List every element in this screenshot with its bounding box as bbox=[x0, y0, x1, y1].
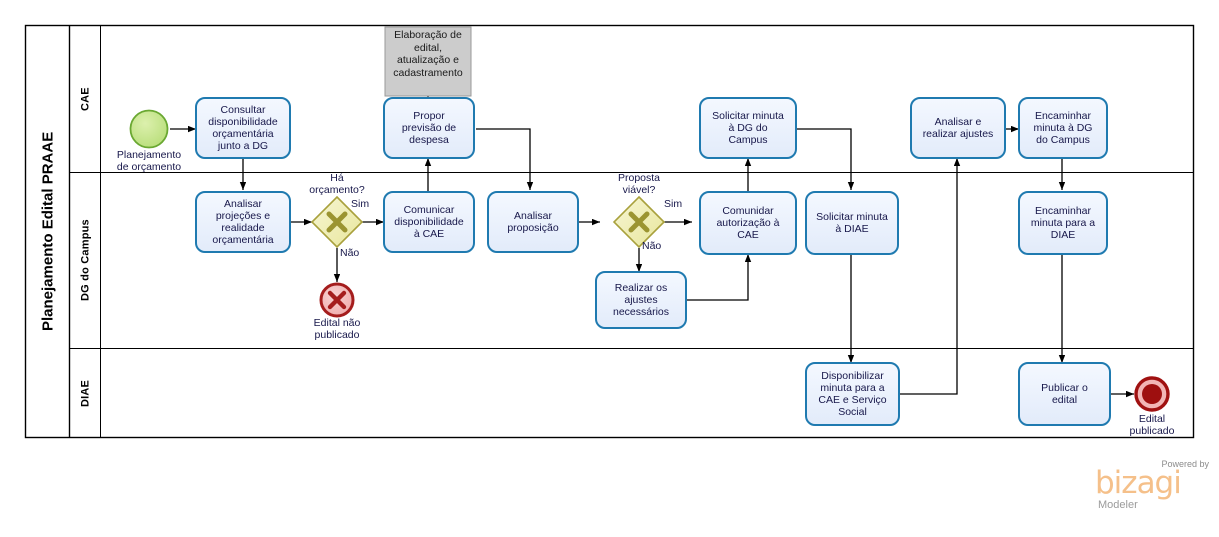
task-shape-t10 bbox=[805, 362, 900, 426]
task-shape-t5 bbox=[487, 191, 579, 253]
flow-t4-to-t5 bbox=[476, 128, 534, 190]
bizagi-logo: Powered by bizagi Modeler bbox=[1093, 458, 1211, 514]
lane-title-diae: DIAE bbox=[79, 379, 92, 407]
lane-title-cae: CAE bbox=[79, 87, 92, 111]
task-shape-t14 bbox=[1018, 362, 1111, 426]
sequence-flows bbox=[170, 125, 1134, 398]
task-shape-t13 bbox=[1018, 191, 1108, 255]
task-shape-t1 bbox=[195, 97, 291, 159]
terminate-end-event-shape bbox=[319, 282, 355, 318]
task-shape-t11 bbox=[910, 97, 1006, 159]
annotation-box bbox=[384, 26, 472, 97]
task-shape-t7 bbox=[699, 191, 797, 255]
task-shape-t12 bbox=[1018, 97, 1108, 159]
task-shape-t6 bbox=[595, 271, 687, 329]
event-shapes bbox=[129, 109, 1170, 412]
lane-title-dg: DG do Campus bbox=[79, 219, 92, 302]
logo-brand: bizagi bbox=[1095, 465, 1182, 501]
end-event-shape bbox=[1134, 376, 1170, 412]
task-shape-t9 bbox=[805, 191, 899, 255]
task-shapes bbox=[195, 97, 1111, 426]
flow-t8-to-t9 bbox=[795, 128, 855, 190]
logo-product: Modeler bbox=[1098, 499, 1138, 511]
gateway-gw2 bbox=[612, 195, 666, 249]
task-shape-t8 bbox=[699, 97, 797, 159]
pool-title: Planejamento Edital PRAAE bbox=[39, 131, 57, 332]
task-shape-t2 bbox=[195, 191, 291, 253]
logo-powered-by: Powered by bbox=[1161, 459, 1209, 469]
start-event-shape bbox=[129, 109, 169, 149]
task-shape-t3 bbox=[383, 191, 475, 253]
flow-t6-to-t7 bbox=[686, 254, 752, 301]
gateway-shapes bbox=[310, 195, 666, 249]
gateway-gw1 bbox=[310, 195, 364, 249]
flow-t10-to-t11 bbox=[899, 158, 961, 395]
task-shape-t4 bbox=[383, 97, 475, 159]
